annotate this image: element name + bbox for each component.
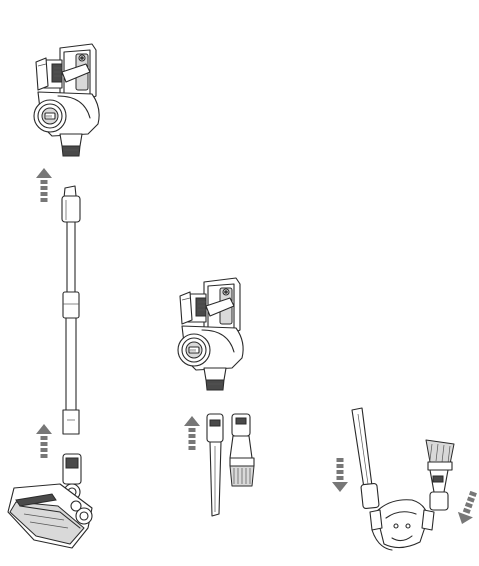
step-accessory-storage [332, 407, 479, 551]
storage-clip [369, 499, 435, 551]
arrow-down-icon [454, 489, 479, 527]
extension-tube [61, 185, 81, 435]
brush-tool [425, 439, 455, 511]
step-handheld-attachment [177, 277, 255, 517]
floor-brush-head [7, 453, 93, 549]
crevice-tool [351, 407, 380, 510]
brush-tool [229, 413, 255, 487]
arrow-up-icon [184, 416, 200, 450]
main-unit [177, 277, 244, 391]
step-stick-assembly [7, 43, 100, 549]
crevice-tool [206, 413, 224, 517]
main-unit [33, 43, 100, 157]
arrow-up-icon [36, 168, 52, 202]
arrow-up-icon [36, 424, 52, 458]
arrow-down-icon [332, 458, 348, 492]
